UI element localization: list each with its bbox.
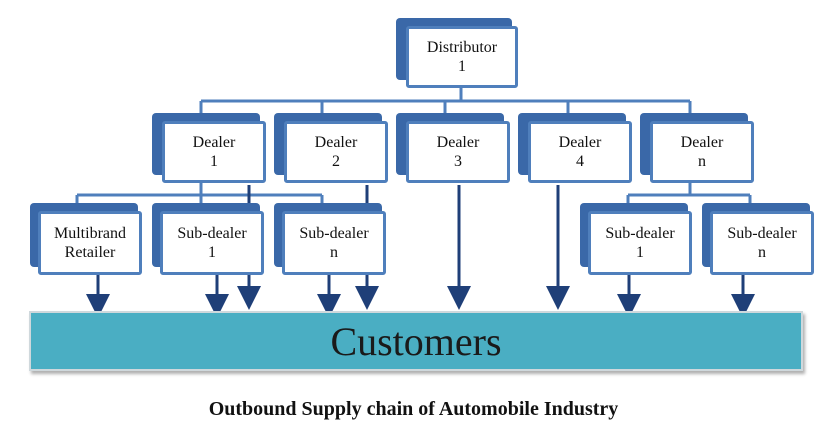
dealer-label: Dealer [680, 134, 724, 151]
dealer-label: Dealer [192, 134, 236, 151]
sub-dealer-label: Sub-dealer [727, 225, 797, 242]
dealer-number: 3 [454, 153, 462, 170]
retailer-label: Retailer [64, 244, 116, 261]
sub-dealer-number: n [758, 244, 766, 261]
customers-bar: Customers [29, 311, 803, 371]
distributor-number: 1 [458, 58, 466, 75]
dealer-label: Dealer [558, 134, 602, 151]
sub-dealer-number: 1 [208, 244, 216, 261]
sub-dealer-number: 1 [636, 244, 644, 261]
multibrand-label: Multibrand [54, 225, 126, 242]
sub-dealer-label: Sub-dealer [299, 225, 369, 242]
sub-dealer-label: Sub-dealer [605, 225, 675, 242]
distributor-label: Distributor [426, 39, 498, 56]
dealer-number: 4 [576, 153, 584, 170]
sub-dealer-label: Sub-dealer [177, 225, 247, 242]
dealer-number: n [698, 153, 706, 170]
dealer-label: Dealer [436, 134, 480, 151]
dealer-label: Dealer [314, 134, 358, 151]
dealer-number: 1 [210, 153, 218, 170]
sub-dealer-number: n [330, 244, 338, 261]
diagram-caption: Outbound Supply chain of Automobile Indu… [208, 398, 619, 420]
customers-label: Customers [330, 318, 502, 364]
dealer-number: 2 [332, 153, 340, 170]
